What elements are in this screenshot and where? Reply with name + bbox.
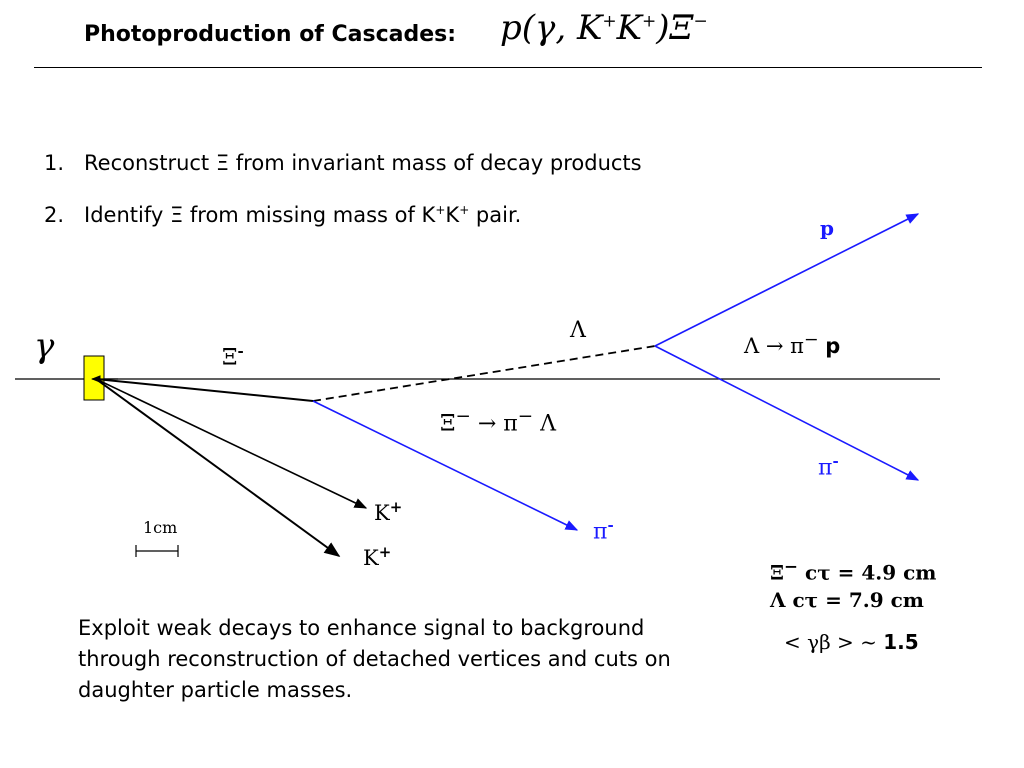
scale-bar — [135, 545, 179, 557]
xi-label: Ξ- — [222, 342, 244, 371]
pion-label-1: π- — [818, 452, 839, 481]
lambda-decay-label: Λ → π− p — [744, 330, 841, 358]
kaon-label-1: K+ — [374, 498, 403, 525]
lambda-lifetime: Λ cτ = 7.9 cm — [770, 588, 924, 612]
reaction-formula: p(γ, K+K+)Ξ− — [500, 8, 708, 48]
kaon-track-1 — [95, 378, 368, 509]
scale-label: 1cm — [143, 518, 178, 537]
lambda-label: Λ — [570, 318, 586, 343]
photon-label: γ — [34, 326, 55, 366]
kaon-label-2: K+ — [363, 543, 392, 570]
target — [83, 355, 105, 401]
xi-track — [95, 378, 314, 402]
pion-track-2 — [312, 400, 579, 531]
kaon-track-2 — [95, 378, 341, 557]
lambda-track — [312, 345, 656, 402]
boost-factor: < γβ > ~ 1.5 — [784, 630, 919, 654]
proton-track — [654, 213, 920, 347]
pion-track-1 — [654, 345, 920, 481]
summary-note: Exploit weak decays to enhance signal to… — [78, 616, 671, 702]
xi-decay-label: Ξ− → π− Λ — [440, 406, 556, 437]
proton-label: p — [820, 216, 834, 240]
title-divider — [34, 67, 982, 68]
list-item: 2.Identify Ξ from missing mass of K+K+ p… — [44, 203, 522, 227]
slide-title: Photoproduction of Cascades: — [84, 22, 457, 47]
xi-lifetime: Ξ− cτ = 4.9 cm — [770, 556, 937, 585]
list-item: 1.Reconstruct Ξ from invariant mass of d… — [44, 151, 642, 175]
pion-label-2: π- — [593, 516, 614, 545]
steps-list: 1.Reconstruct Ξ from invariant mass of d… — [44, 140, 642, 239]
